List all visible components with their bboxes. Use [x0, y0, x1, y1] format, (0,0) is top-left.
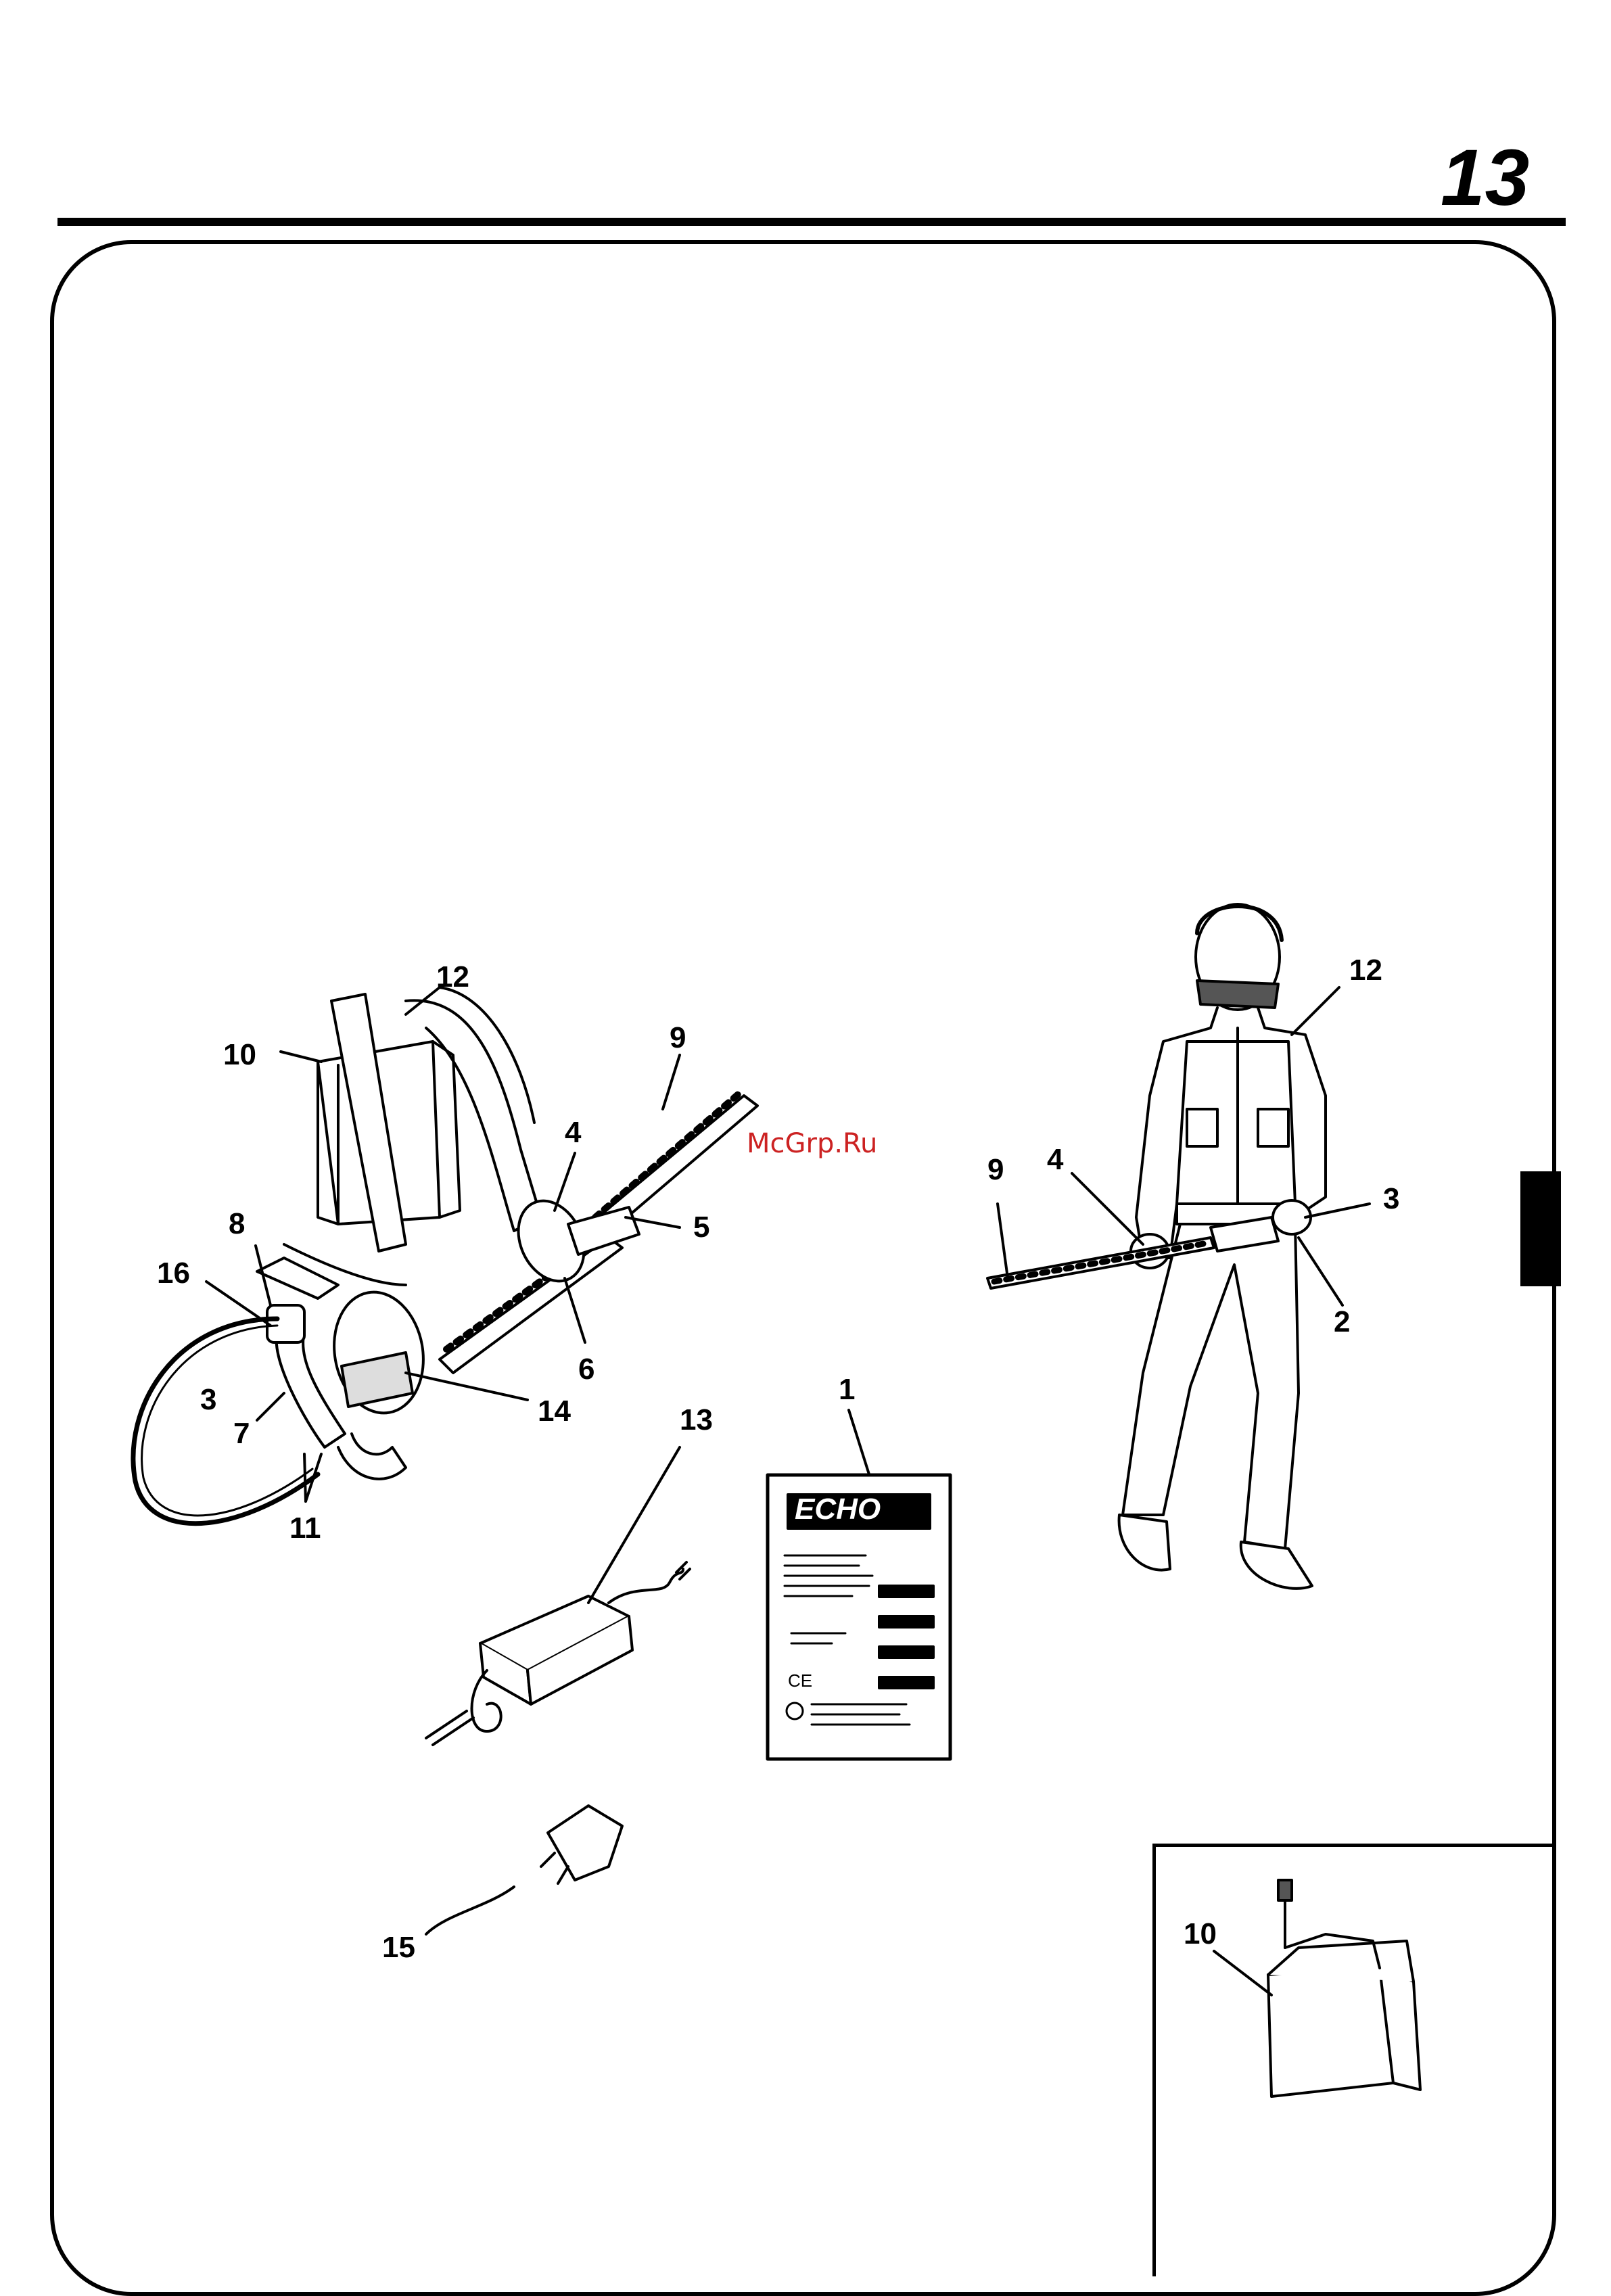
callout-5-left: 5 [693, 1211, 709, 1244]
callout-6-left: 6 [578, 1353, 594, 1386]
callout-12-left: 12 [436, 960, 469, 994]
backpack-battery-illustration [257, 987, 541, 1298]
callout-12-right: 12 [1349, 954, 1382, 987]
callout-4-right: 4 [1047, 1143, 1063, 1177]
adapter-plug-illustration [426, 1806, 622, 1934]
callout-15-left: 15 [382, 1931, 415, 1965]
battery-inset-frame [1152, 1844, 1556, 2276]
callout-11-left: 11 [289, 1512, 321, 1545]
callout-7-left: 7 [233, 1417, 250, 1451]
callout-3-left: 3 [200, 1383, 216, 1417]
callout-10-inset: 10 [1184, 1917, 1217, 1951]
callout-13-left: 13 [680, 1403, 713, 1437]
manual-brand: ECHO [795, 1493, 881, 1526]
hedge-trimmer-illustration [133, 1092, 757, 1524]
callout-9-right: 9 [987, 1153, 1004, 1187]
callout-9-left: 9 [670, 1021, 686, 1055]
callout-10-left: 10 [223, 1038, 256, 1072]
callout-16-left: 16 [157, 1257, 190, 1290]
operator-figure-illustration [987, 904, 1326, 1589]
callout-2-right: 2 [1334, 1305, 1350, 1339]
callout-14-left: 14 [538, 1395, 571, 1428]
callout-8-left: 8 [229, 1207, 245, 1241]
callout-3-right: 3 [1383, 1182, 1399, 1216]
charger-illustration [426, 1562, 690, 1745]
callout-1-left: 1 [839, 1373, 855, 1407]
watermark-text: McGrp.Ru [747, 1128, 877, 1159]
callout-4-left: 4 [565, 1116, 581, 1150]
ce-mark: CE [788, 1670, 812, 1691]
